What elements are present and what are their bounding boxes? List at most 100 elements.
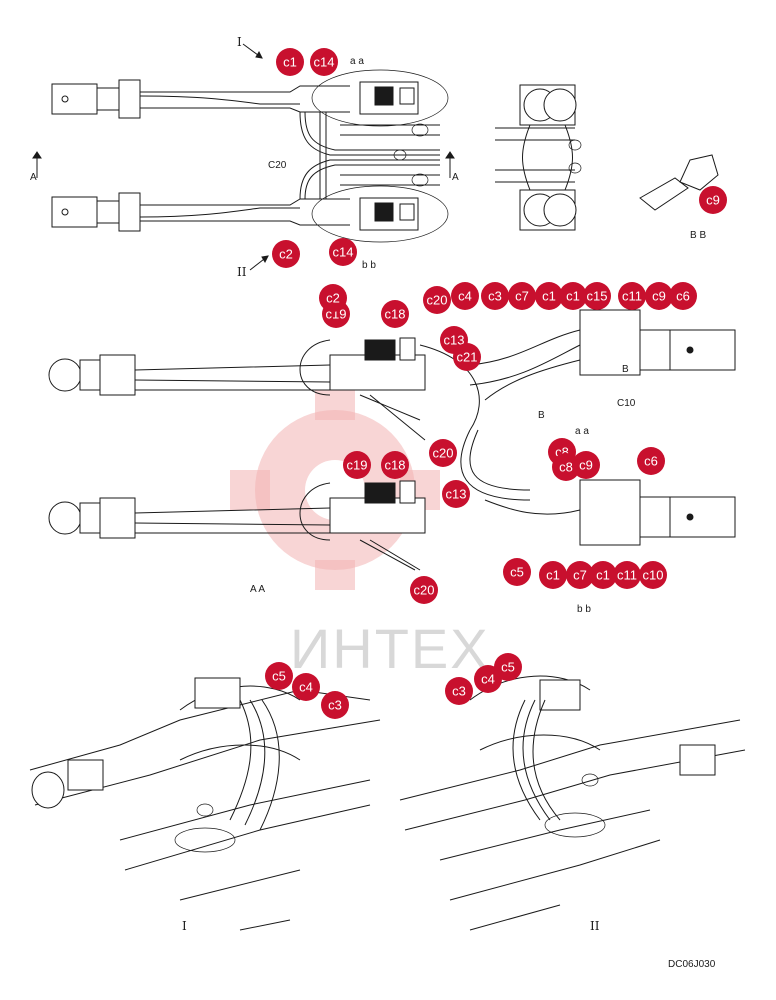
- callout-label: c6: [644, 454, 658, 469]
- label-BB: B B: [690, 230, 706, 241]
- callout-label: c18: [385, 307, 406, 322]
- callout-c9: c9: [699, 186, 727, 214]
- label-view-I: I: [237, 35, 242, 49]
- callout-label: c14: [314, 55, 335, 70]
- callout-marker: [451, 282, 479, 310]
- callout-marker: [669, 282, 697, 310]
- callout-marker: [481, 282, 509, 310]
- callout-c14: c14: [329, 238, 357, 266]
- callout-label: c7: [515, 289, 529, 304]
- callout-c3: c3: [321, 691, 349, 719]
- callout-marker: [319, 284, 347, 312]
- callout-c11: c11: [618, 282, 646, 310]
- top-view-lower-cylinder: [51, 185, 449, 243]
- callout-label: c9: [579, 458, 593, 473]
- callout-marker: [494, 653, 522, 681]
- callout-c18: c18: [381, 451, 409, 479]
- callout-marker: [445, 677, 473, 705]
- callout-label: c10: [643, 568, 664, 583]
- callout-label: c13: [446, 487, 467, 502]
- callout-c5: c5: [503, 558, 531, 586]
- callout-marker: [613, 561, 641, 589]
- label-I-bottom: I: [182, 919, 187, 933]
- callout-marker: [381, 451, 409, 479]
- callout-marker: [423, 286, 451, 314]
- callout-label: c6: [676, 289, 690, 304]
- callout-c9: c9: [572, 451, 600, 479]
- callout-label: c1: [542, 289, 556, 304]
- mid-lower-boom: [48, 480, 426, 571]
- callout-marker: [559, 282, 587, 310]
- callout-c6: c6: [637, 447, 665, 475]
- callout-label: c4: [481, 672, 495, 687]
- callout-marker: [503, 558, 531, 586]
- callout-marker: [572, 451, 600, 479]
- callout-c20: c20: [423, 286, 451, 314]
- mid-right-hoses: [460, 309, 736, 546]
- top-view-hose-bundle: [299, 111, 440, 200]
- label-II-bottom: II: [590, 919, 600, 933]
- callout-marker: [639, 561, 667, 589]
- callout-c1: c1: [559, 282, 587, 310]
- callout-label: c20: [433, 446, 454, 461]
- callout-c3: c3: [481, 282, 509, 310]
- callout-c1: c1: [589, 561, 617, 589]
- callout-marker: [321, 691, 349, 719]
- callout-c11: c11: [613, 561, 641, 589]
- callout-marker: [508, 282, 536, 310]
- callout-c5: c5: [494, 653, 522, 681]
- callout-c1: c1: [276, 48, 304, 76]
- callout-label: c3: [488, 289, 502, 304]
- callout-c18: c18: [381, 300, 409, 328]
- callout-label: c19: [347, 458, 368, 473]
- label-A-left: A: [30, 172, 37, 183]
- label-A-right: A: [452, 172, 459, 183]
- callout-marker: [618, 282, 646, 310]
- callout-marker: [453, 343, 481, 371]
- callout-label: c15: [587, 289, 608, 304]
- callout-c13: c13: [442, 480, 470, 508]
- callout-marker: [410, 576, 438, 604]
- callout-label: c1: [596, 568, 610, 583]
- callout-c6: c6: [669, 282, 697, 310]
- callout-c2: c2: [272, 240, 300, 268]
- callout-label: c8: [559, 460, 573, 475]
- callout-c9: c9: [645, 282, 673, 310]
- callout-marker: [637, 447, 665, 475]
- callout-label: c4: [458, 289, 472, 304]
- callout-label: c9: [652, 289, 666, 304]
- callout-marker: [589, 561, 617, 589]
- label-B-arrow-1: B: [622, 364, 629, 375]
- front-view-valve-assembly: [495, 84, 582, 231]
- callout-c4: c4: [451, 282, 479, 310]
- callout-label: c14: [333, 245, 354, 260]
- callout-label: c2: [279, 247, 293, 262]
- callout-c15: c15: [583, 282, 611, 310]
- callout-c4: c4: [292, 673, 320, 701]
- label-c10-small: C10: [617, 398, 636, 409]
- callout-marker: [381, 300, 409, 328]
- callout-marker: [265, 662, 293, 690]
- callout-label: c21: [457, 350, 478, 365]
- callout-marker: [442, 480, 470, 508]
- callout-label: c20: [427, 293, 448, 308]
- label-bb-mid: b b: [577, 604, 591, 615]
- callout-marker: [310, 48, 338, 76]
- callout-marker: [645, 282, 673, 310]
- callout-c7: c7: [566, 561, 594, 589]
- callout-label: c1: [546, 568, 560, 583]
- view-arrow-I: [242, 43, 263, 59]
- top-view-upper-cylinder: [51, 69, 449, 127]
- callout-label: c4: [299, 680, 313, 695]
- callout-marker: [539, 561, 567, 589]
- callout-c2: c2: [319, 284, 347, 312]
- label-B-arrow-2: B: [538, 410, 545, 421]
- callout-c3: c3: [445, 677, 473, 705]
- callout-label: c2: [326, 291, 340, 306]
- callout-marker: [292, 673, 320, 701]
- callout-label: c5: [272, 669, 286, 684]
- callout-marker: [699, 186, 727, 214]
- callout-c5: c5: [265, 662, 293, 690]
